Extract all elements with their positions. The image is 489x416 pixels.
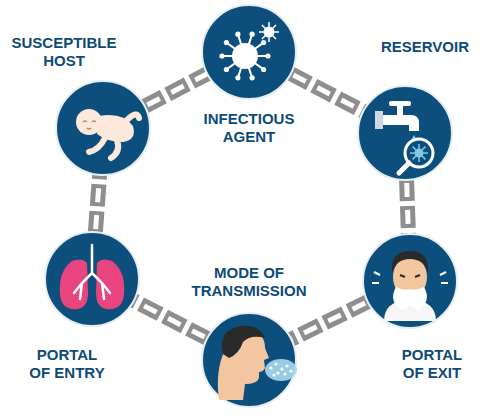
chain-outer bbox=[290, 73, 364, 112]
chain-link bbox=[290, 301, 368, 339]
chain-circle: SUSCEPTIBLE HOST bbox=[55, 80, 151, 176]
chain-hole bbox=[290, 73, 364, 112]
chain-outer bbox=[95, 174, 99, 233]
stage-label: INFECTIOUS AGENT bbox=[193, 110, 305, 146]
chain-circle: MODE OF TRANSMISSION bbox=[201, 312, 297, 408]
chain-outer bbox=[407, 179, 409, 235]
chain-hole bbox=[144, 73, 208, 107]
circle-icon bbox=[201, 4, 297, 100]
chain-hole bbox=[133, 300, 208, 339]
circle-icon bbox=[44, 231, 140, 327]
chain-outer bbox=[290, 301, 368, 339]
stage-label: SUSCEPTIBLE HOST bbox=[5, 34, 123, 70]
circle-icon bbox=[55, 80, 151, 176]
stage-label: RESERVOIR bbox=[370, 38, 480, 56]
chain-link bbox=[290, 73, 364, 112]
chain-circle: RESERVOIR bbox=[357, 85, 453, 181]
chain-outer bbox=[144, 73, 208, 107]
chain-link bbox=[407, 179, 409, 235]
chain-hole bbox=[95, 174, 99, 233]
stage-label: PORTAL OF ENTRY bbox=[25, 346, 109, 382]
stage-label: MODE OF TRANSMISSION bbox=[174, 264, 324, 300]
chain-hole bbox=[407, 179, 409, 235]
circle-icon bbox=[201, 312, 297, 408]
chain-circle: INFECTIOUS AGENT bbox=[201, 4, 297, 100]
circle-icon bbox=[357, 85, 453, 181]
chain-link bbox=[133, 300, 208, 339]
chain-circle: PORTAL OF ENTRY bbox=[44, 231, 140, 327]
chain-outer bbox=[133, 300, 208, 339]
stage-label: PORTAL OF EXIT bbox=[390, 346, 474, 382]
circle-icon bbox=[362, 233, 458, 329]
chain-hole bbox=[290, 301, 368, 339]
chain-link bbox=[95, 174, 99, 233]
chain-link bbox=[144, 73, 208, 107]
chain-circle: PORTAL OF EXIT bbox=[362, 233, 458, 329]
